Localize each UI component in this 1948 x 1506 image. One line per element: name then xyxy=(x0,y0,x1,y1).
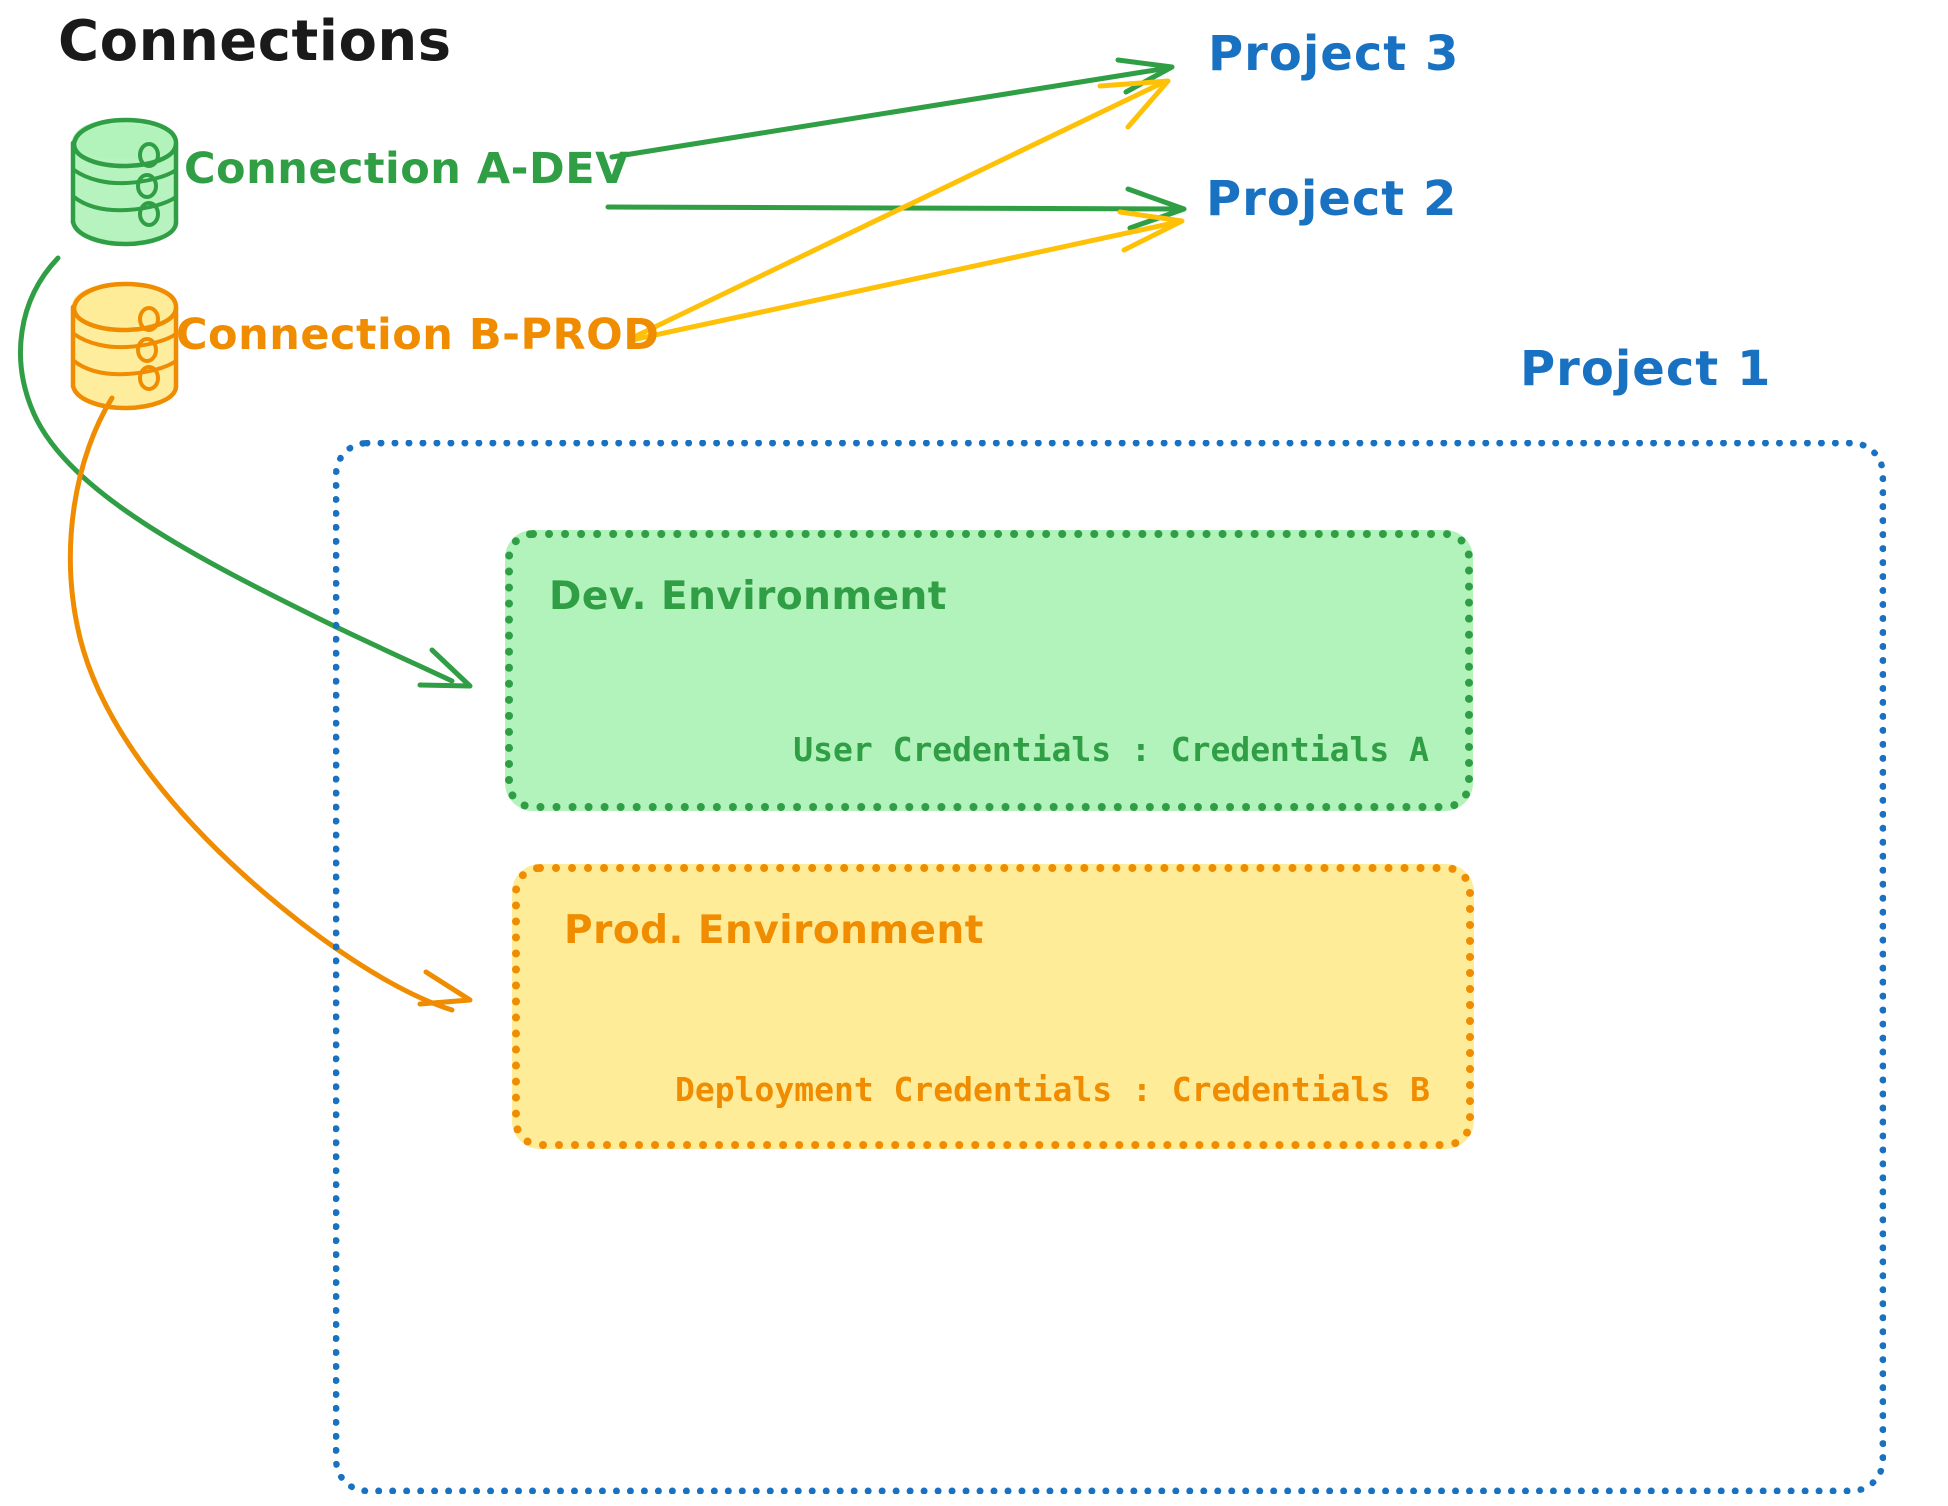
connection-b-prod-label[interactable]: Connection B-PROD xyxy=(176,310,660,360)
project-2-label[interactable]: Project 2 xyxy=(1206,171,1458,227)
arrow-conn-b-to-prod-environment xyxy=(67,395,473,1013)
project-3-label[interactable]: Project 3 xyxy=(1208,26,1460,82)
arrow-conn-a-to-dev-environment xyxy=(18,255,473,689)
project-1-container: Dev. Environment User Credentials : Cred… xyxy=(333,440,1886,1494)
arrow-conn-b-to-project-3 xyxy=(633,78,1171,339)
arrow-conn-a-to-project-2 xyxy=(605,186,1187,231)
page-title: Connections xyxy=(58,9,452,74)
dev-environment-box[interactable]: Dev. Environment User Credentials : Cred… xyxy=(505,530,1473,811)
connection-a-dev-label[interactable]: Connection A-DEV xyxy=(184,144,629,194)
database-icon-connection-a-dev[interactable] xyxy=(70,117,179,247)
dev-environment-credentials: User Credentials : Credentials A xyxy=(793,730,1429,769)
project-1-label[interactable]: Project 1 xyxy=(1520,341,1772,397)
prod-environment-title: Prod. Environment xyxy=(564,908,984,953)
dev-environment-title: Dev. Environment xyxy=(549,574,947,619)
database-icon-connection-b-prod[interactable] xyxy=(70,281,179,411)
arrow-conn-a-to-project-3 xyxy=(609,57,1175,160)
prod-environment-box[interactable]: Prod. Environment Deployment Credentials… xyxy=(512,864,1474,1149)
arrow-conn-b-to-project-2 xyxy=(629,209,1185,343)
prod-environment-credentials: Deployment Credentials : Credentials B xyxy=(675,1070,1430,1109)
